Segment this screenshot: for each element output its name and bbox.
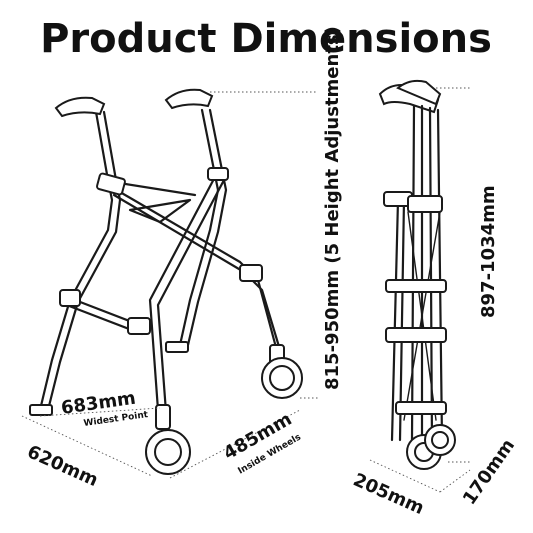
folded-post-3 xyxy=(428,106,434,447)
left-handle-grip xyxy=(54,96,106,118)
folded-joint-top xyxy=(407,195,443,213)
height-range: 815-950mm (5 Height Adjustments) xyxy=(322,26,343,390)
right-handle-grip xyxy=(164,88,214,110)
front-wheel-hub xyxy=(154,438,182,466)
folded-post-4 xyxy=(436,108,444,442)
folded-joint-mid xyxy=(385,327,447,343)
rear-wheel-hub xyxy=(269,365,295,391)
widest-guide xyxy=(39,407,161,417)
folded-walker-illustration xyxy=(378,79,456,470)
right-foot-tip xyxy=(165,341,189,353)
folded-wheel-back-hub xyxy=(431,431,449,449)
folded-post-5 xyxy=(390,198,400,442)
joint-block-lower-mid xyxy=(127,317,151,335)
back-right-leg xyxy=(178,108,220,347)
inside-guide xyxy=(169,409,301,479)
joint-block-left xyxy=(96,172,126,196)
page-title: Product Dimensions xyxy=(40,16,492,62)
fold-latch xyxy=(128,198,192,224)
folded-joint-lower xyxy=(395,401,447,415)
front-left-leg-inner xyxy=(46,110,122,412)
open-walker-illustration xyxy=(29,88,303,475)
width-value: 620mm xyxy=(24,441,101,491)
folded-handle-grip xyxy=(378,84,440,114)
cross-frame-front-inner xyxy=(112,193,288,372)
folded-height: 897-1034mm xyxy=(478,185,499,318)
folded-post-1 xyxy=(410,104,416,442)
folded-width: 205mm xyxy=(350,469,427,519)
folded-depth: 170mm xyxy=(459,435,519,509)
joint-block-top-right xyxy=(207,167,229,181)
dimension-guides-folded xyxy=(369,87,471,493)
back-right-leg-inner xyxy=(186,108,228,347)
folded-joint-upper xyxy=(385,279,447,293)
cross-frame-rear-inner xyxy=(156,178,226,414)
folded-cross-2 xyxy=(403,211,441,421)
folded-handle-grip-back xyxy=(396,79,442,106)
front-wheel-fork xyxy=(155,404,171,430)
left-foot-tip xyxy=(29,404,53,416)
joint-block-lower-left xyxy=(59,289,81,307)
folded-post-6 xyxy=(398,198,406,442)
joint-block-right xyxy=(239,264,263,282)
cross-frame-rear xyxy=(148,173,218,412)
folded-width-guide xyxy=(369,459,441,493)
dimension-guides-open xyxy=(21,91,318,479)
